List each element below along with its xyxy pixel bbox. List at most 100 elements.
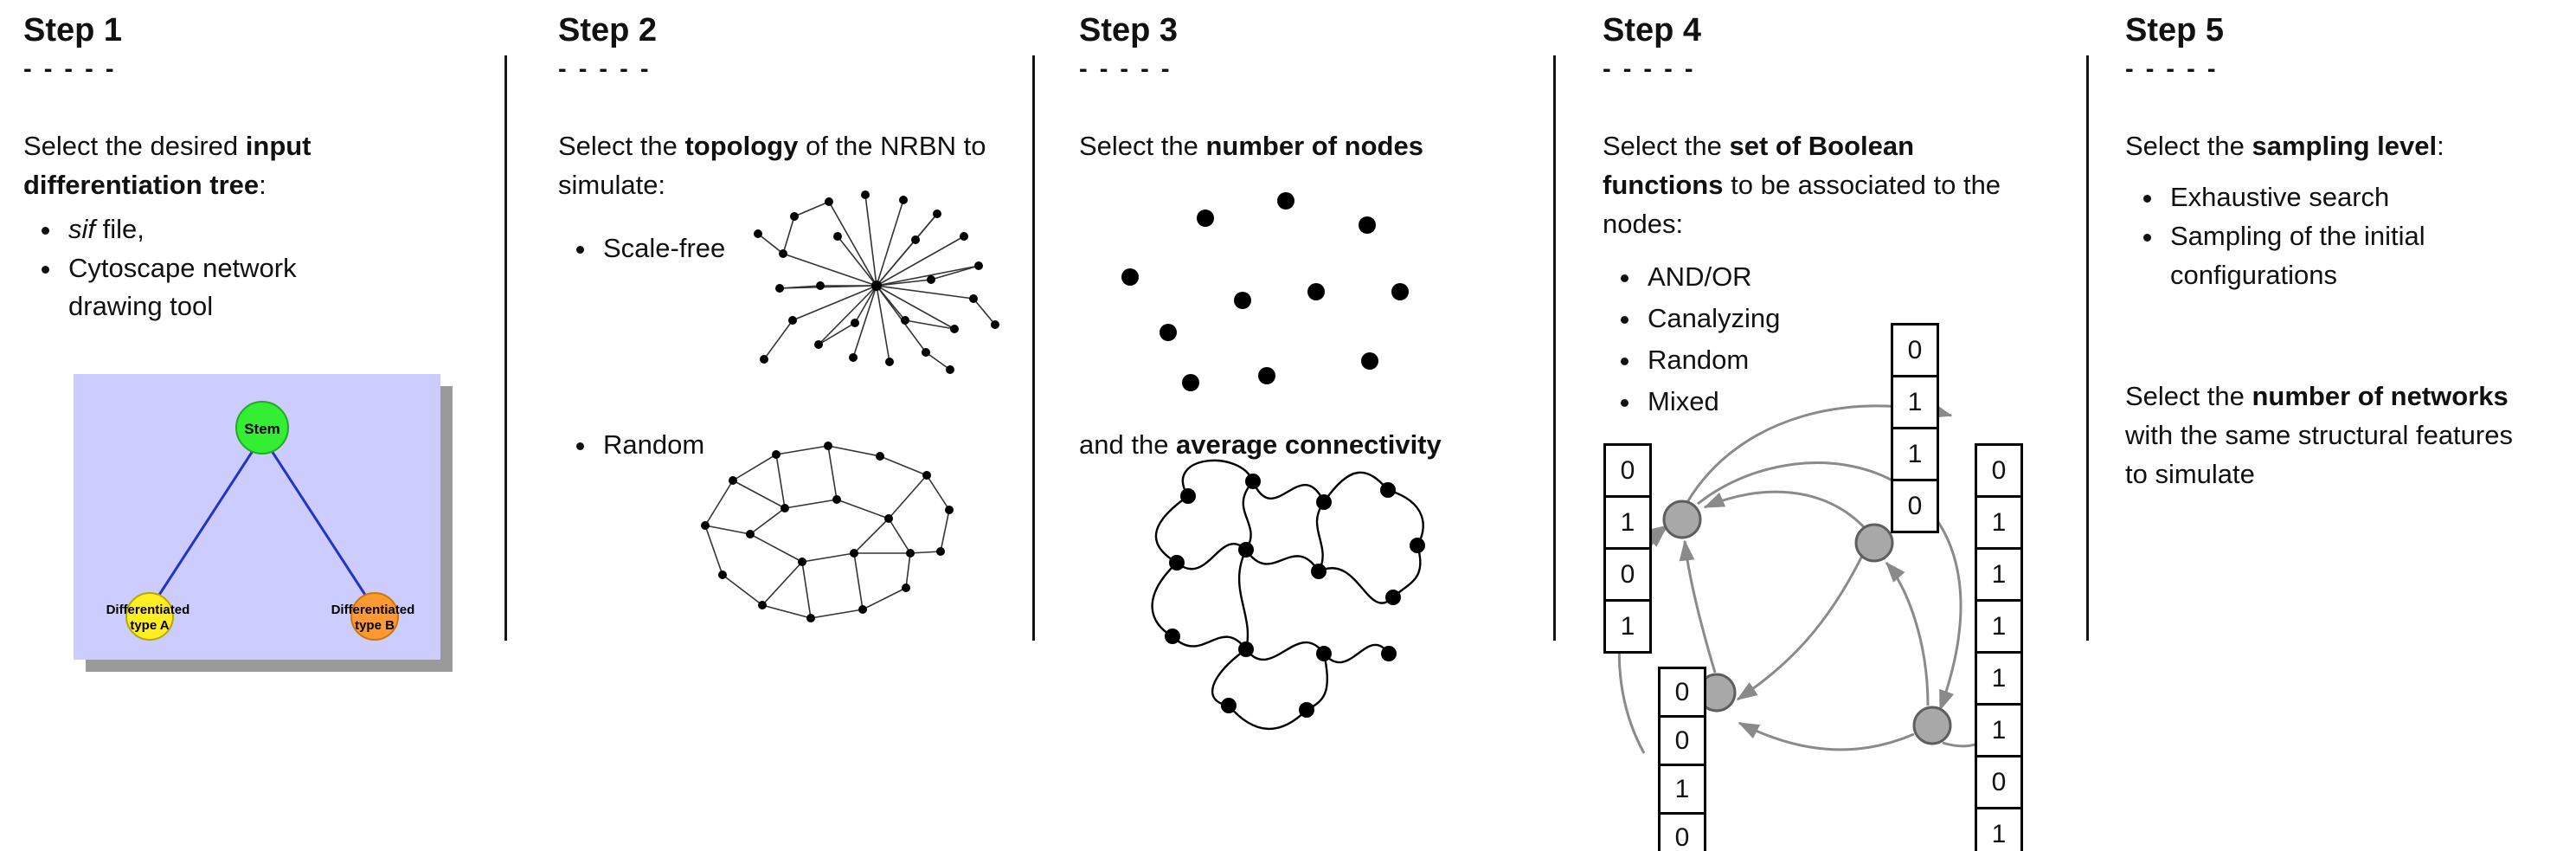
type-b-node bbox=[350, 592, 399, 641]
truth-table-right: 0 1 1 1 1 1 0 1 bbox=[1975, 443, 2023, 851]
bullet-exhaustive-search: Exhaustive search bbox=[2165, 178, 2528, 217]
cytoscape-text: Cytoscape network drawing tool bbox=[68, 252, 297, 322]
bullet-random: Random bbox=[598, 426, 991, 465]
truth-table-cell: 1 bbox=[1975, 495, 2023, 550]
truth-table-cell: 1 bbox=[1658, 764, 1706, 815]
truth-table-cell: 0 bbox=[1603, 443, 1652, 498]
type-a-label-line1: Differentiated bbox=[106, 603, 190, 617]
boolean-nodes bbox=[1662, 500, 1952, 745]
connectivity-nodes bbox=[1165, 474, 1425, 718]
canalyzing-text: Canalyzing bbox=[1648, 302, 1781, 333]
step-2-dashes: - - - - - bbox=[558, 55, 652, 83]
step-2-bullet-list: Scale-free Random bbox=[558, 229, 991, 465]
step-3-column: Step 3 - - - - - Select the number of no… bbox=[1079, 12, 1564, 465]
truth-table-bottom: 0 0 1 0 bbox=[1658, 667, 1706, 851]
truth-table-cell: 0 bbox=[1658, 812, 1706, 851]
differentiation-tree-illustration: Stem Differentiated type A Differentiate… bbox=[74, 374, 453, 672]
tree-edge-a bbox=[148, 435, 264, 610]
step-4-intro: Select the set of Boolean functions to b… bbox=[1603, 127, 2040, 244]
step-5-bullet-list: Exhaustive search Sampling of the initia… bbox=[2125, 178, 2528, 295]
random-edges bbox=[704, 445, 950, 619]
step-1-title: Step 1 bbox=[23, 12, 123, 48]
step-1-intro-pre: Select the desired bbox=[23, 130, 246, 161]
truth-table-cell: 0 bbox=[1603, 547, 1652, 602]
and-or-text: AND/OR bbox=[1648, 261, 1752, 292]
bullet-sampling-initial: Sampling of the initial configurations bbox=[2165, 217, 2528, 295]
column-divider bbox=[504, 55, 507, 641]
step-3-intro-pre: Select the bbox=[1079, 130, 1206, 161]
stem-label: Stem bbox=[244, 421, 280, 437]
scatter-dots bbox=[1121, 192, 1409, 391]
step-3-dashes: - - - - - bbox=[1079, 55, 1172, 83]
step-4-intro-bold: set of Boolean functions bbox=[1603, 130, 1915, 200]
boolean-node-2 bbox=[1854, 523, 1894, 563]
step-5-title: Step 5 bbox=[2125, 12, 2225, 48]
connectivity-network-illustration bbox=[1151, 459, 1425, 731]
truth-table-cell: 0 bbox=[1658, 715, 1706, 766]
step-3-second-pre: and the bbox=[1079, 429, 1177, 460]
type-a-label: Differentiated type A bbox=[106, 603, 194, 633]
sif-rest: file, bbox=[95, 213, 145, 244]
bullet-scale-free: Scale-free bbox=[598, 229, 991, 268]
step-1-intro-post: : bbox=[259, 169, 267, 200]
step-2-intro: Select the topology of the NRBN to simul… bbox=[558, 127, 991, 205]
type-a-label-line2: type A bbox=[130, 618, 169, 633]
step-4-dashes: - - - - - bbox=[1603, 55, 1696, 83]
scale-free-network-illustration bbox=[754, 190, 999, 374]
scale-free-edges bbox=[757, 194, 996, 371]
column-divider bbox=[1032, 55, 1035, 641]
sampling-text: Sampling of the initial configurations bbox=[2170, 220, 2425, 290]
step-1-column: Step 1 - - - - - Select the desired inpu… bbox=[23, 12, 478, 326]
step-4-column: Step 4 - - - - - Select the set of Boole… bbox=[1603, 12, 2040, 422]
random-text: Random bbox=[603, 429, 705, 460]
step-1-intro-bold: input differentiation tree bbox=[23, 130, 312, 200]
step-5-column: Step 5 - - - - - Select the sampling lev… bbox=[2125, 12, 2558, 494]
boolean-node-4 bbox=[1912, 706, 1952, 745]
step-1-bullet-list: sif file, Cytoscape network drawing tool bbox=[23, 210, 349, 327]
truth-table-cell: 1 bbox=[1891, 375, 1939, 429]
tree-edge-b bbox=[260, 435, 376, 610]
truth-table-cell: 0 bbox=[1975, 755, 2023, 809]
bullet-cytoscape-tool: Cytoscape network drawing tool bbox=[63, 249, 349, 327]
step-2-column: Step 2 - - - - - Select the topology of … bbox=[558, 12, 991, 464]
step-5-intro-bold: sampling level bbox=[2252, 130, 2438, 161]
step-3-title: Step 3 bbox=[1079, 12, 1179, 48]
bullet-canalyzing: Canalyzing bbox=[1642, 298, 2040, 339]
truth-table-cell: 1 bbox=[1975, 807, 2023, 851]
step-5-second-bold: number of networks bbox=[2252, 381, 2509, 412]
type-b-label-line1: Differentiated bbox=[331, 603, 415, 617]
step-4-intro-post: to be associated to the nodes: bbox=[1603, 169, 2001, 239]
truth-table-cell: 0 bbox=[1891, 323, 1939, 377]
truth-table-cell: 1 bbox=[1603, 599, 1652, 654]
truth-table-top: 0 1 1 0 bbox=[1891, 323, 1939, 533]
type-b-label-line2: type B bbox=[355, 618, 395, 633]
sif-italic: sif bbox=[68, 213, 95, 244]
truth-table-cell: 1 bbox=[1975, 547, 2023, 602]
truth-table-cell: 0 bbox=[1891, 479, 1939, 533]
scale-free-nodes bbox=[754, 190, 999, 374]
step-4-intro-pre: Select the bbox=[1603, 130, 1730, 161]
bullet-mixed: Mixed bbox=[1642, 381, 2040, 422]
boolean-node-1 bbox=[1662, 500, 1702, 539]
scale-free-text: Scale-free bbox=[603, 232, 726, 263]
truth-table-cell: 1 bbox=[1975, 599, 2023, 654]
random-fn-text: Random bbox=[1648, 344, 1750, 375]
truth-table-cell: 1 bbox=[1975, 651, 2023, 706]
truth-table-cell: 1 bbox=[1603, 495, 1652, 550]
bullet-random-fn: Random bbox=[1642, 339, 2040, 381]
step-2-intro-pre: Select the bbox=[558, 130, 685, 161]
step-5-second-post: with the same structural features to sim… bbox=[2125, 420, 2513, 490]
step-4-bullet-list: AND/OR Canalyzing Random Mixed bbox=[1603, 256, 2040, 422]
truth-table-cell: 0 bbox=[1975, 443, 2023, 498]
column-divider bbox=[2086, 55, 2089, 641]
type-a-node bbox=[125, 592, 174, 641]
truth-table-cell: 1 bbox=[1975, 703, 2023, 758]
exhaustive-text: Exhaustive search bbox=[2170, 181, 2390, 212]
step-3-second-bold: average connectivity bbox=[1176, 429, 1442, 460]
step-2-intro-bold: topology bbox=[684, 130, 799, 161]
column-divider bbox=[1553, 55, 1556, 641]
step-3-intro-bold: number of nodes bbox=[1205, 130, 1423, 161]
step-1-dashes: - - - - - bbox=[23, 55, 117, 83]
step-3-intro: Select the number of nodes bbox=[1079, 127, 1564, 166]
